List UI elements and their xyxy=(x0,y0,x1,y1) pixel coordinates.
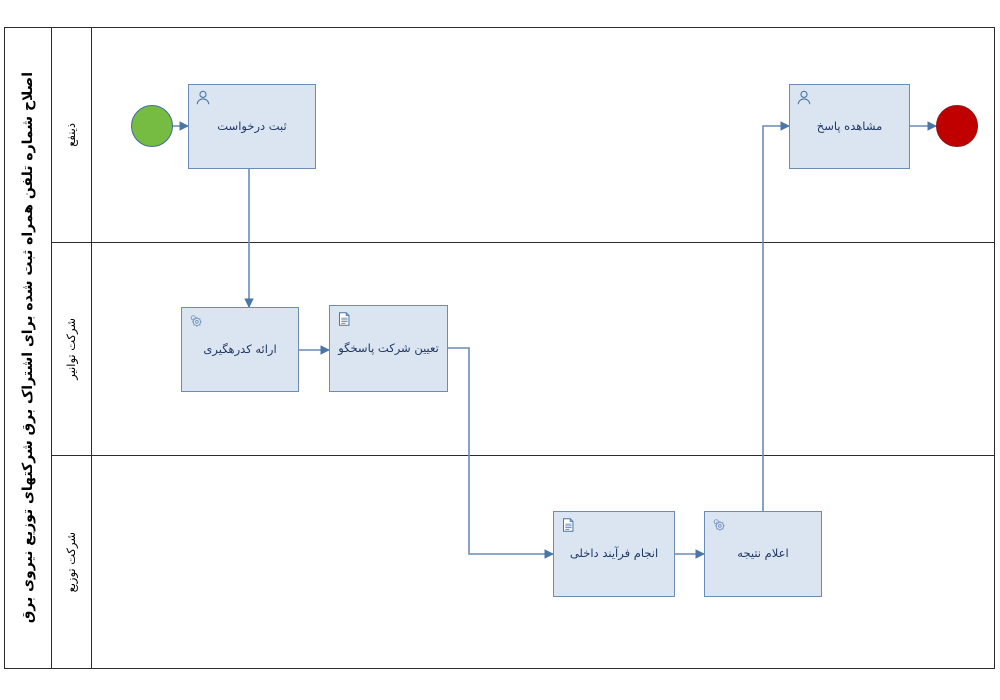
flow-announce-to-viewresponse xyxy=(762,121,790,514)
task-view-response[interactable]: مشاهده پاسخ xyxy=(789,84,910,169)
lane-separator-2 xyxy=(52,455,995,456)
document-icon xyxy=(563,518,574,532)
task-label: ثبت درخواست xyxy=(217,118,287,133)
task-internal-process[interactable]: انجام فرآیند داخلی xyxy=(553,511,675,597)
lane-label-tavanir: شرکت توانیر xyxy=(52,242,92,455)
task-label: تعیین شرکت پاسخگو xyxy=(338,340,439,355)
task-label: ارائه کدرهگیری xyxy=(203,341,277,356)
task-label: مشاهده پاسخ xyxy=(816,118,883,133)
pool-title-column: اصلاح شماره تلفن همراه ثبت شده برای اشتر… xyxy=(4,27,52,669)
end-event[interactable] xyxy=(936,105,978,147)
task-label: انجام فرآیند داخلی xyxy=(569,546,659,561)
lane-label-distribution: شرکت توزیع xyxy=(52,455,92,669)
task-register-request[interactable]: ثبت درخواست xyxy=(188,84,316,169)
task-provide-tracking-code[interactable]: ارائه کدرهگیری xyxy=(181,307,299,392)
task-label: اعلام نتیجه xyxy=(737,546,789,561)
document-icon xyxy=(339,312,350,326)
user-icon xyxy=(196,90,210,105)
task-assign-responsible-company[interactable]: تعیین شرکت پاسخگو xyxy=(329,305,448,392)
start-event[interactable] xyxy=(131,105,173,147)
gear-icon xyxy=(713,519,725,531)
lane-separator-1 xyxy=(52,242,995,243)
lane-label-beneficiary: ذینفع xyxy=(52,27,92,242)
gear-icon xyxy=(190,315,202,327)
task-announce-result[interactable]: اعلام نتیجه xyxy=(704,511,822,597)
user-icon xyxy=(797,90,811,105)
flow-assign-to-internalprocess xyxy=(448,347,554,559)
